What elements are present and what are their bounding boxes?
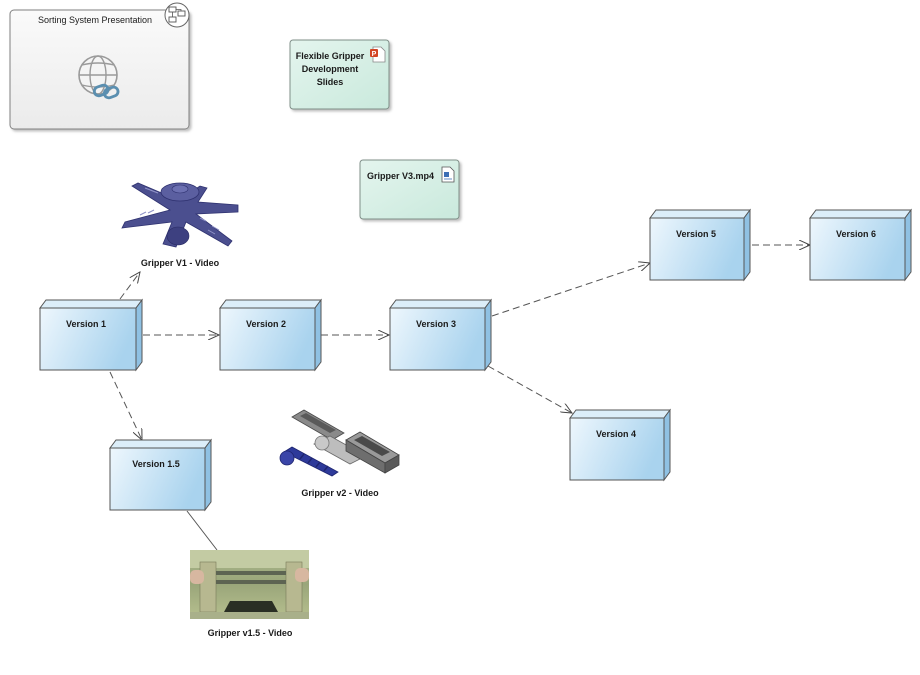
slides-title-line-2: Development: [302, 64, 359, 74]
gripper-v1-label: Gripper V1 - Video: [141, 258, 220, 268]
video-v3-label: Gripper V3.mp4: [367, 171, 434, 181]
gripper-v2-label: Gripper v2 - Video: [301, 488, 379, 498]
node-version-3-label: Version 3: [416, 319, 456, 329]
edge-v1-v1_5[interactable]: [109, 371, 142, 440]
globe-link-icon: [78, 55, 120, 100]
slides-title-line-1: Flexible Gripper: [296, 51, 365, 61]
gripper-v1-image[interactable]: [121, 182, 239, 248]
package-title: Sorting System Presentation: [38, 15, 152, 25]
node-version-6[interactable]: Version 6: [809, 208, 912, 282]
node-version-2-label: Version 2: [246, 319, 286, 329]
node-version-6-label: Version 6: [836, 229, 876, 239]
edge-v3-v4[interactable]: [487, 365, 572, 413]
document-icon: [441, 166, 455, 183]
connectors: [109, 245, 810, 440]
node-version-3[interactable]: Version 3: [389, 298, 492, 372]
edge-v1_5-video[interactable]: [186, 510, 218, 551]
edge-v1-gripperv1[interactable]: [119, 272, 140, 300]
package-sorting-system[interactable]: Sorting System Presentation: [9, 2, 190, 130]
node-version-5-label: Version 5: [676, 229, 716, 239]
node-version-1-label: Version 1: [66, 319, 106, 329]
node-version-1[interactable]: Version 1: [39, 298, 143, 372]
node-version-1-5-label: Version 1.5: [132, 459, 180, 469]
node-version-2[interactable]: Version 2: [219, 298, 322, 372]
svg-text:P: P: [372, 51, 377, 58]
gripper-v1-5-photo[interactable]: [190, 550, 309, 619]
document-video-v3[interactable]: Gripper V3.mp4: [359, 159, 460, 220]
edge-v3-v5[interactable]: [491, 263, 650, 317]
node-version-1-5[interactable]: Version 1.5: [109, 438, 212, 512]
node-version-4[interactable]: Version 4: [569, 408, 671, 482]
gripper-v1-5-label: Gripper v1.5 - Video: [208, 628, 293, 638]
diagram-link-icon: [164, 2, 190, 28]
powerpoint-icon: P: [370, 46, 386, 63]
slides-title-line-3: Slides: [317, 77, 344, 87]
document-slides[interactable]: Flexible Gripper Development Slides P: [289, 39, 390, 110]
gripper-v2-image[interactable]: [279, 409, 400, 477]
node-version-5[interactable]: Version 5: [649, 208, 751, 282]
node-version-4-label: Version 4: [596, 429, 636, 439]
